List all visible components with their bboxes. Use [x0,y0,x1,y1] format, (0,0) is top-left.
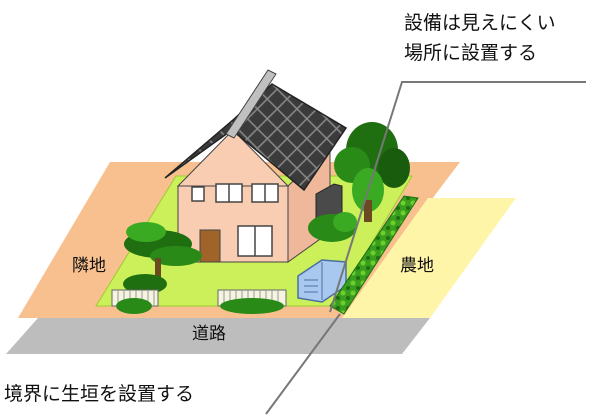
hedge-note: 境界に生垣を設置する [4,383,195,405]
farmland-area [342,198,516,318]
neighbor-land-label: 隣地 [72,256,106,276]
tree-icon [123,222,202,294]
house-windows [191,183,279,257]
callout-line-bottom [265,313,341,415]
roof-ridge-cap [225,69,277,139]
hedge-icon [329,195,419,315]
callout-line-top [329,81,586,313]
shrub-icon [116,298,284,314]
road-label: 道路 [192,324,226,344]
road-area [6,318,430,354]
house-door [199,229,221,263]
shrub-icon [308,212,357,242]
equipment-note-line2: 場所に設置する [404,42,538,64]
equipment-placement-note: 設備は見えにくい 場所に設置する [404,8,556,68]
farmland-label: 農地 [400,256,434,276]
equipment-note-line1: 設備は見えにくい [404,12,556,34]
